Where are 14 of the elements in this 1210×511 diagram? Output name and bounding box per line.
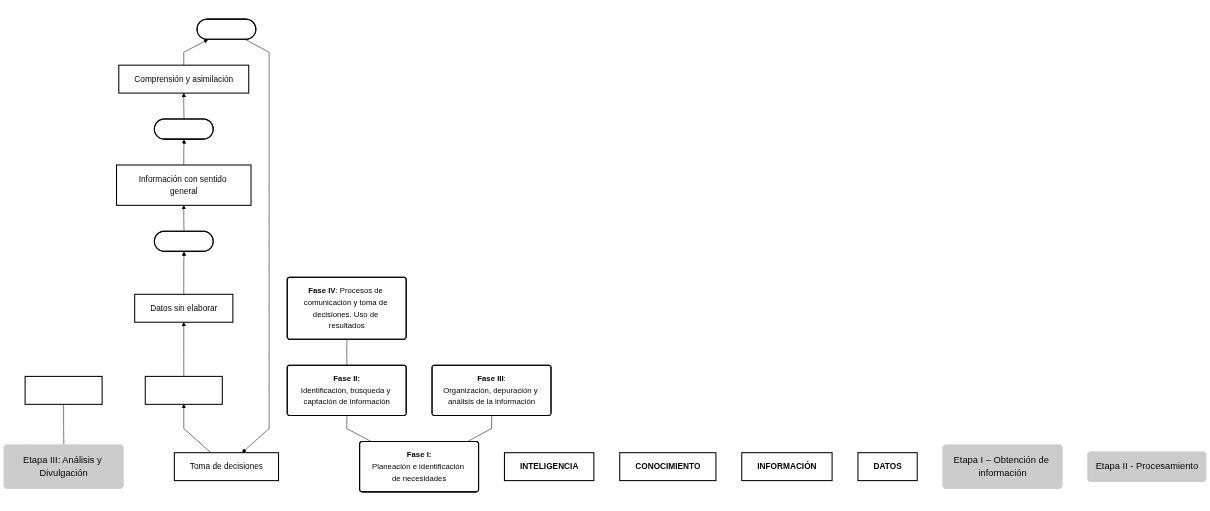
node-box <box>24 375 103 405</box>
node-box <box>144 375 223 405</box>
connector <box>63 404 65 446</box>
node-box: Datos sin elaborar <box>134 293 234 323</box>
node-box: INFORMACIÓN <box>741 452 833 482</box>
node-box: Comprensión y asimilación <box>118 64 250 94</box>
connector <box>346 339 348 366</box>
node-box: DATOS <box>857 452 918 482</box>
connector <box>466 415 493 442</box>
connector <box>346 415 372 442</box>
node-box: INTELIGENCIA <box>503 452 595 482</box>
node-box: Información con sentido general <box>116 164 252 206</box>
node-box: CONOCIMIENTO <box>619 452 717 482</box>
node-box: Toma de decisiones <box>173 452 280 482</box>
